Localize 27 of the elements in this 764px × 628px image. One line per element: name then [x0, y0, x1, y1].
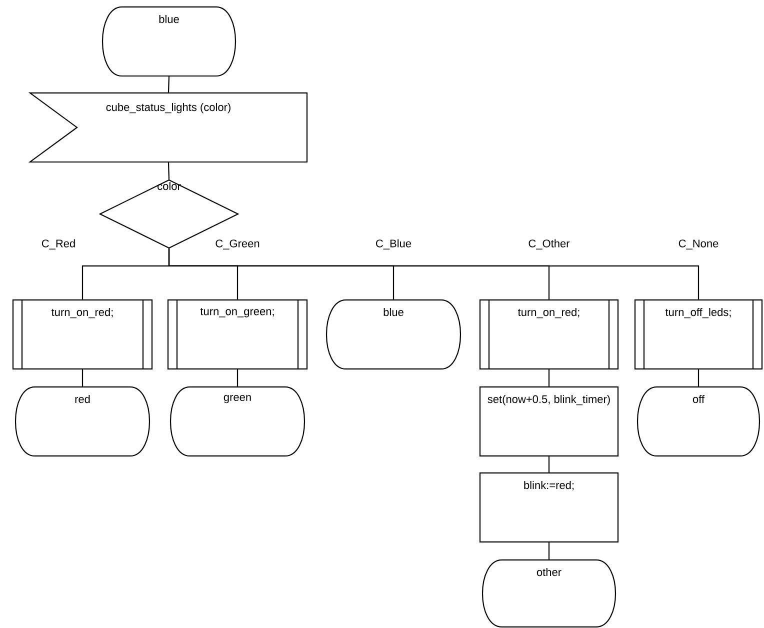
edge-label: C_Red [42, 239, 75, 250]
edge-label: C_Other [528, 239, 570, 250]
input-signal: cube_status_lights (color) [28, 92, 308, 163]
connector-line [548, 542, 550, 560]
state-terminal: other [482, 559, 616, 628]
connector-line [82, 370, 84, 386]
state-terminal: blue [102, 6, 236, 77]
connector-line [548, 370, 550, 386]
procedure-call-box: turn_on_red; [12, 299, 153, 370]
state-terminal: red [14, 386, 150, 457]
edge-label: C_Green [216, 240, 260, 250]
state-terminal: blue [326, 299, 462, 370]
edge-label: C_Blue [376, 239, 412, 250]
task-box: set(now+0.5, blink_timer) [479, 386, 619, 457]
procedure-call-box: turn_on_red; [479, 299, 619, 370]
connector-line [168, 76, 170, 92]
state-terminal: green [170, 386, 306, 457]
connector-line [698, 370, 700, 386]
edge-label: C_None [678, 240, 718, 250]
connector-line [236, 370, 238, 386]
connector-line [168, 248, 700, 300]
connector-line [548, 456, 550, 472]
connector-line [168, 162, 170, 180]
state-terminal: off [636, 386, 760, 457]
task-box: blink:=red; [479, 472, 619, 543]
procedure-call-box: turn_off_leds; [634, 299, 763, 370]
procedure-call-box: turn_on_green; [167, 299, 308, 370]
